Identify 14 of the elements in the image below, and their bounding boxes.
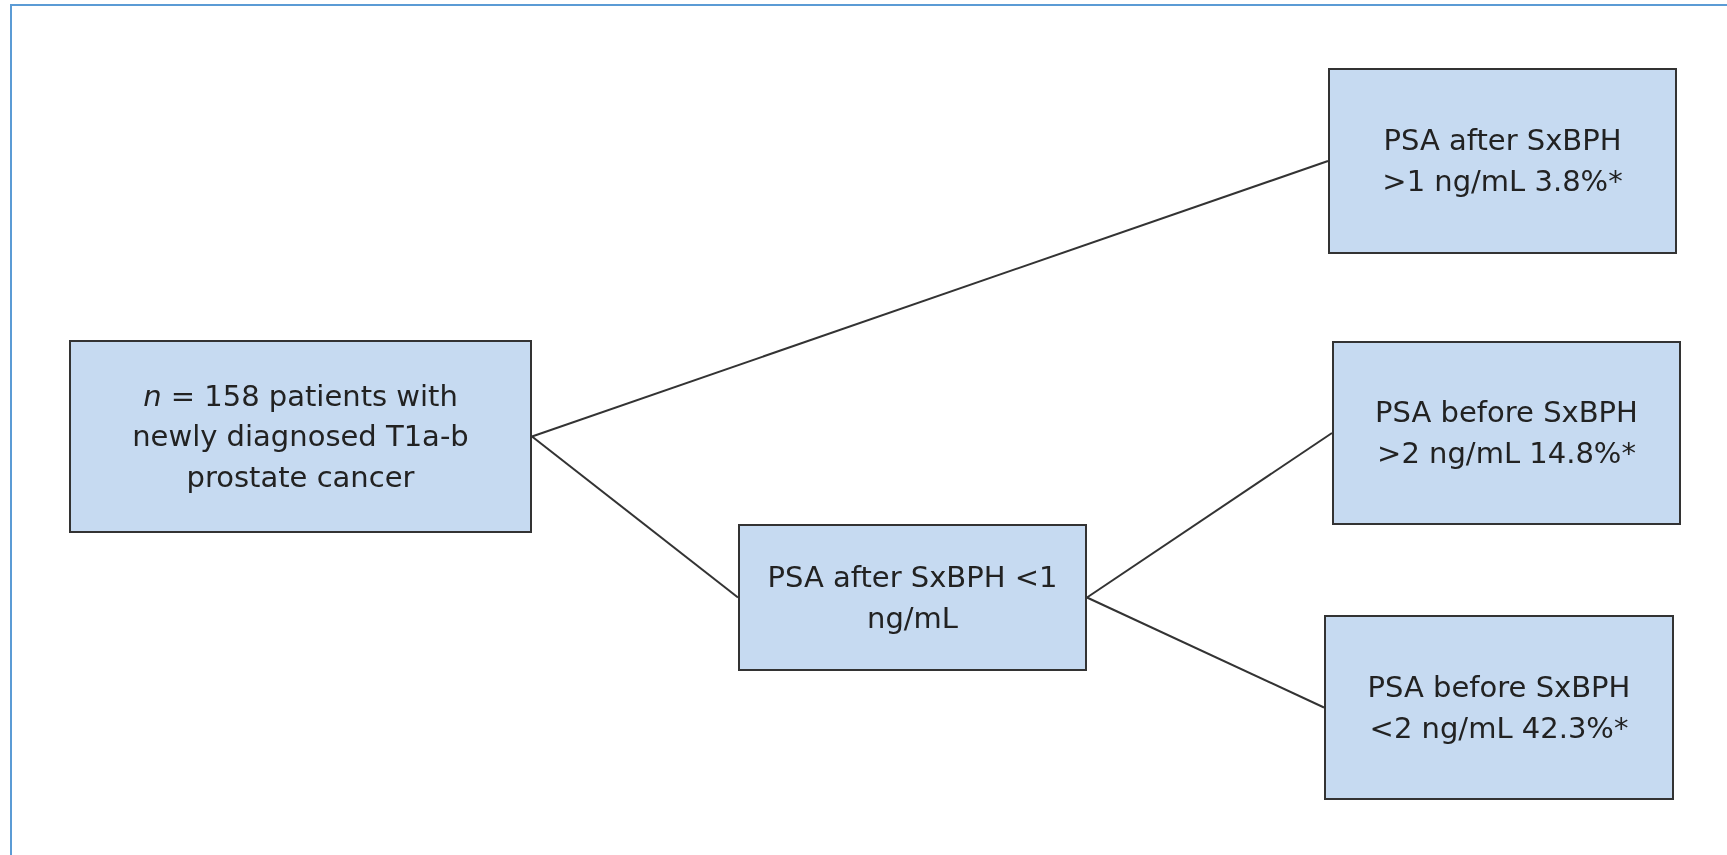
box-text: PSA before SxBPH <2 ng/mL 42.3%*	[1366, 668, 1632, 747]
box-text: n = 158 patients with newly diagnosed T1a-b prostate cancer	[131, 377, 470, 496]
connector-line	[531, 435, 739, 599]
process-box	[1324, 615, 1674, 800]
box-text: PSA after SxBPH <1 ng/mL	[766, 558, 1059, 637]
process-box	[738, 524, 1087, 671]
connector-line	[1086, 596, 1325, 709]
process-box	[1332, 341, 1681, 525]
process-box	[1328, 68, 1677, 254]
box-text: PSA before SxBPH >2 ng/mL 14.8%*	[1374, 394, 1639, 472]
process-box	[69, 340, 532, 533]
connector-line	[531, 160, 1329, 438]
box-text: PSA after SxBPH >1 ng/mL 3.8%*	[1381, 122, 1624, 200]
connector-line	[1086, 432, 1333, 599]
